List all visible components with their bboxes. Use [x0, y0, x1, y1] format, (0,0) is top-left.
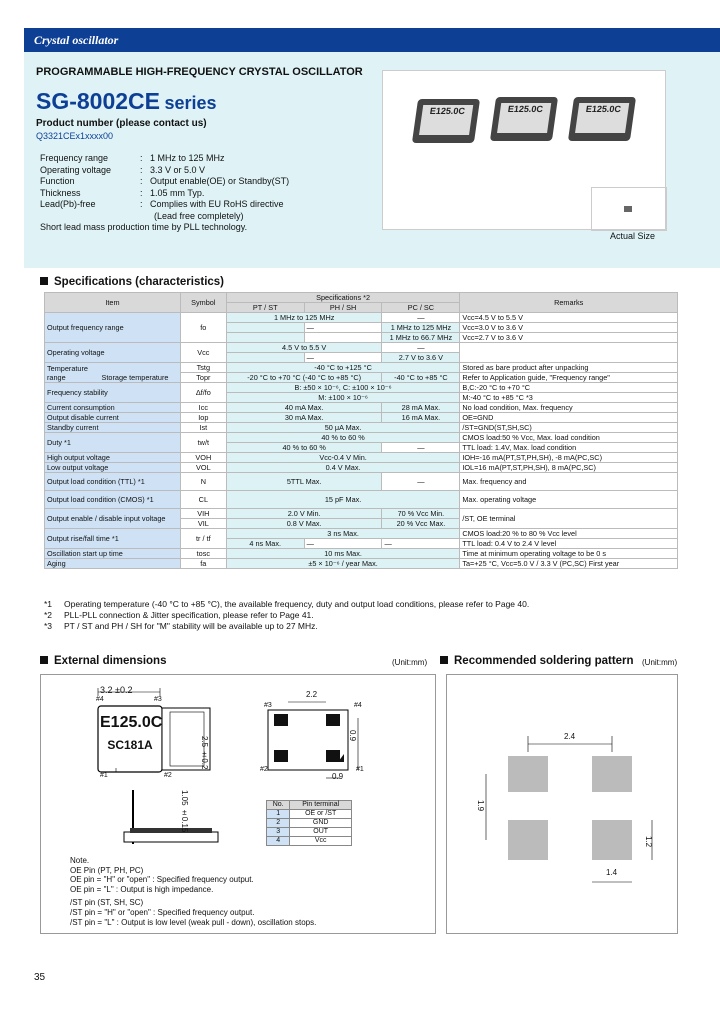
pin-label: #3 [154, 696, 162, 703]
ext-dim-unit: (Unit:mm) [392, 658, 428, 667]
product-subtitle: PROGRAMMABLE HIGH-FREQUENCY CRYSTAL OSCI… [36, 66, 363, 78]
pin-label: #1 [100, 772, 108, 779]
header-pcsc: PC / SC [381, 302, 461, 313]
dimension-drawing [97, 688, 359, 844]
header-item: Item [44, 292, 181, 313]
header-symbol: Symbol [179, 292, 227, 313]
crystal-chip-image: E125.0C [567, 97, 637, 141]
pin-label: #4 [96, 696, 104, 703]
chip-top-view: E125.0C SC181A [100, 704, 163, 768]
crystal-chip-image: E125.0C [411, 99, 481, 143]
feature-item: Function: Output enable(OE) or Standby(S… [40, 176, 290, 186]
solder-unit: (Unit:mm) [642, 658, 678, 667]
actual-size-caption: Actual Size [610, 231, 656, 241]
solder-pattern [485, 736, 653, 883]
series-label: series [164, 93, 217, 113]
chip-lot: SC181A [107, 738, 153, 752]
square-bullet-icon [40, 656, 48, 664]
dim-pad-w: 0.9 [332, 772, 344, 781]
square-bullet-icon [40, 277, 48, 285]
solder-dim-pad-w: 1.4 [606, 868, 618, 877]
spec-section-title: Specifications (characteristics) [40, 276, 224, 288]
header-phsh: PH / SH [303, 302, 383, 313]
ext-dim-title: External dimensions [40, 655, 166, 667]
pin-label: #4 [354, 702, 362, 709]
feature-item: Thickness: 1.05 mm Typ. [40, 187, 205, 198]
header-remarks: Remarks [459, 292, 678, 313]
header-band: Crystal oscillator [24, 28, 720, 52]
feature-item: Frequency range: 1 MHz to 125 MHz [40, 153, 225, 163]
feature-pll: Short lead mass production time by PLL t… [40, 222, 248, 232]
solder-title: Recommended soldering pattern [440, 655, 634, 667]
pin-label: #3 [264, 702, 272, 709]
feature-item: Operating voltage: 3.3 V or 5.0 V [40, 164, 206, 175]
actual-size-box [591, 187, 667, 231]
feature-list: Frequency range: 1 MHz to 125 MHz Operat… [40, 153, 289, 234]
pin-notes: Note.OE Pin (PT, PH, PC)OE pin = "H" or … [70, 856, 317, 927]
feature-item: Lead(Pb)-free: Complies with EU RoHS dir… [40, 199, 284, 209]
dim-width: 3.2 ±0.2 [100, 685, 133, 695]
product-number: Q3321CEx1xxxx00 [36, 131, 114, 141]
dim-pad-h: 0.9 [348, 730, 357, 742]
ext-dim-panel [40, 674, 436, 934]
product-title: SG-8002CE series [36, 88, 217, 115]
solder-panel [446, 674, 678, 934]
table-row: 4 ns Max.——TTL load: 0.4 V to 2.4 V leve… [45, 538, 678, 549]
solder-dim-pad-h: 1.2 [644, 836, 653, 848]
pin-label: #2 [164, 772, 172, 779]
product-photo: E125.0C E125.0C E125.0C [382, 70, 667, 231]
dim-height: 2.5 ±0.2 [200, 736, 209, 770]
chip-marking: E125.0C [100, 714, 163, 731]
square-bullet-icon [440, 656, 448, 664]
pin-label: #2 [260, 766, 268, 773]
solder-dim-pitch: 2.4 [564, 732, 576, 741]
actual-size-chip [624, 206, 632, 212]
pin-label: #1 [356, 766, 364, 773]
crystal-chip-image: E125.0C [489, 97, 559, 141]
feature-extra: (Lead free completely) [154, 210, 244, 221]
page-number: 35 [34, 972, 46, 983]
header-specs: Specifications *2 [225, 292, 461, 303]
product-number-label: Product number (please contact us) [36, 118, 207, 129]
dim-thickness: 1.05 ±0.15 [180, 790, 189, 833]
dim-pad-pitch: 2.2 [306, 690, 318, 699]
model-name: SG-8002CE [36, 88, 161, 114]
solder-dim-row: 1.9 [476, 800, 485, 812]
header-ptst: PT / ST [225, 302, 305, 313]
